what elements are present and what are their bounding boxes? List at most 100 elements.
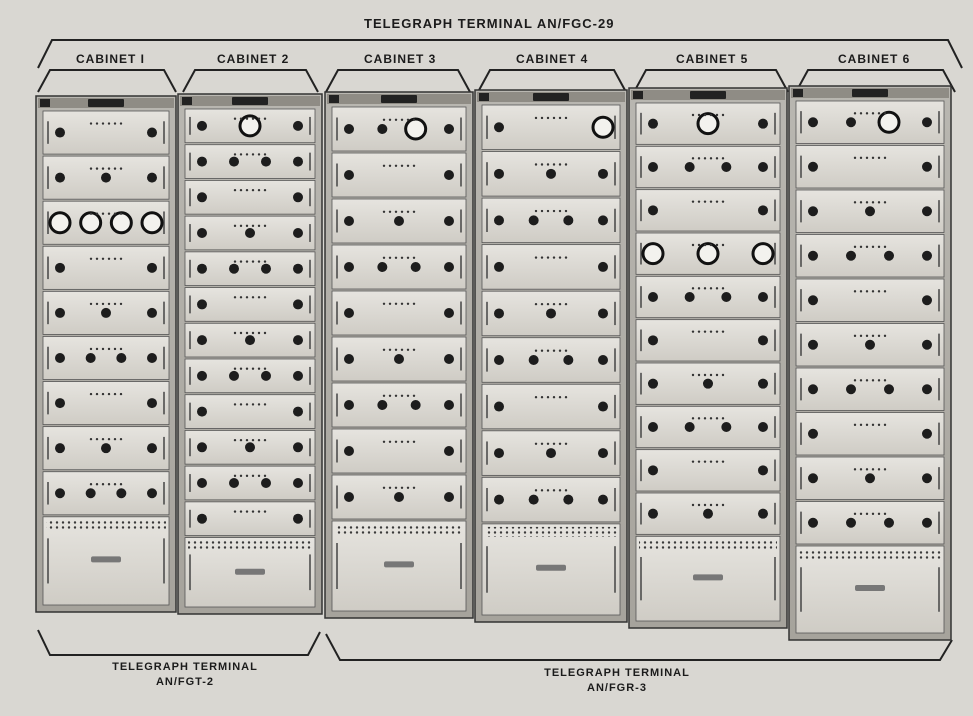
toggle-switch (859, 201, 863, 204)
cabinet-nameplate (690, 91, 726, 99)
toggle-switch (251, 510, 255, 513)
toggle-switch (251, 403, 255, 406)
toggle-switch (540, 209, 544, 213)
rack-panel (42, 245, 170, 290)
toggle-switch (257, 510, 261, 513)
control-knob (261, 370, 271, 381)
toggle-switch (853, 156, 857, 160)
toggle-switch (697, 157, 701, 160)
toggle-switch (113, 483, 117, 486)
cabinet-nameplate (381, 95, 417, 103)
control-knob (229, 478, 239, 488)
control-knob (197, 228, 207, 238)
toggle-switch (107, 392, 111, 396)
toggle-switch (101, 483, 105, 486)
control-knob (808, 295, 818, 306)
rack-panel (635, 102, 781, 145)
toggle-switch (703, 373, 707, 377)
toggle-switch (382, 256, 386, 259)
control-knob (344, 492, 354, 502)
toggle-switch (101, 347, 105, 351)
control-knob (703, 508, 713, 519)
toggle-switch (540, 396, 544, 399)
toggle-switch (400, 394, 404, 397)
control-knob (598, 448, 608, 459)
control-knob (808, 117, 818, 128)
toggle-switch (101, 167, 105, 170)
toggle-switch (382, 486, 386, 489)
toggle-switch (400, 210, 404, 213)
meter-dial (140, 211, 164, 235)
toggle-switch (239, 224, 243, 228)
meter-dial (696, 112, 720, 136)
rack-panel (42, 516, 170, 606)
toggle-switch (257, 367, 261, 370)
rack-panel (42, 471, 170, 516)
rack-panel (42, 155, 170, 200)
control-knob (116, 488, 127, 499)
control-knob (808, 339, 818, 350)
control-knob (922, 295, 932, 306)
rack-panel (42, 290, 170, 335)
toggle-switch (239, 367, 243, 370)
control-knob (922, 206, 932, 217)
toggle-switch (877, 201, 881, 204)
control-knob (721, 422, 732, 432)
toggle-switch (263, 117, 267, 120)
rack-panel (331, 244, 467, 290)
toggle-switch (558, 489, 562, 492)
control-knob (293, 228, 303, 238)
control-knob (494, 494, 504, 505)
vent-grille (335, 524, 463, 534)
toggle-switch (113, 302, 117, 306)
toggle-switch (552, 489, 556, 492)
toggle-switch (406, 256, 410, 259)
control-knob (648, 378, 658, 389)
toggle-switch (388, 440, 392, 443)
toggle-switch (263, 260, 267, 263)
rack-panel (795, 278, 945, 322)
toggle-switch (412, 394, 416, 397)
toggle-switch (540, 302, 544, 306)
rack-panel (635, 232, 781, 275)
control-knob (293, 299, 303, 310)
control-knob (648, 118, 658, 129)
toggle-switch (709, 330, 713, 333)
toggle-switch (89, 483, 93, 486)
toggle-switch (257, 438, 261, 442)
control-knob (808, 206, 818, 217)
toggle-switch (263, 510, 267, 513)
toggle-switch (552, 302, 556, 306)
toggle-switch (257, 224, 261, 228)
control-knob (598, 261, 608, 272)
rack-panel (481, 197, 621, 244)
toggle-switch (239, 188, 243, 192)
control-knob (648, 422, 658, 432)
toggle-switch (251, 438, 255, 442)
toggle-switch (119, 302, 123, 306)
toggle-switch (263, 403, 267, 406)
panel-face (331, 106, 467, 152)
toggle-switch (865, 201, 869, 204)
toggle-switch (540, 256, 544, 259)
panel-face (331, 428, 467, 474)
toggle-switch (883, 334, 887, 338)
rack-panel (795, 323, 945, 367)
toggle-switch (263, 224, 267, 228)
toggle-switch (394, 440, 398, 443)
control-knob (197, 370, 207, 381)
toggle-switch (697, 200, 701, 203)
toggle-switch (540, 116, 544, 120)
toggle-switch (871, 290, 875, 293)
rack-panel (795, 145, 945, 189)
control-knob (846, 517, 856, 528)
toggle-switch (382, 164, 386, 167)
toggle-switch (107, 302, 111, 306)
panel-face (331, 244, 467, 290)
toggle-switch (697, 417, 701, 420)
control-knob (444, 308, 454, 318)
toggle-switch (382, 210, 386, 213)
cabinet-badge (40, 99, 50, 107)
meter-dial (696, 242, 720, 266)
cabinet-row (35, 85, 952, 641)
